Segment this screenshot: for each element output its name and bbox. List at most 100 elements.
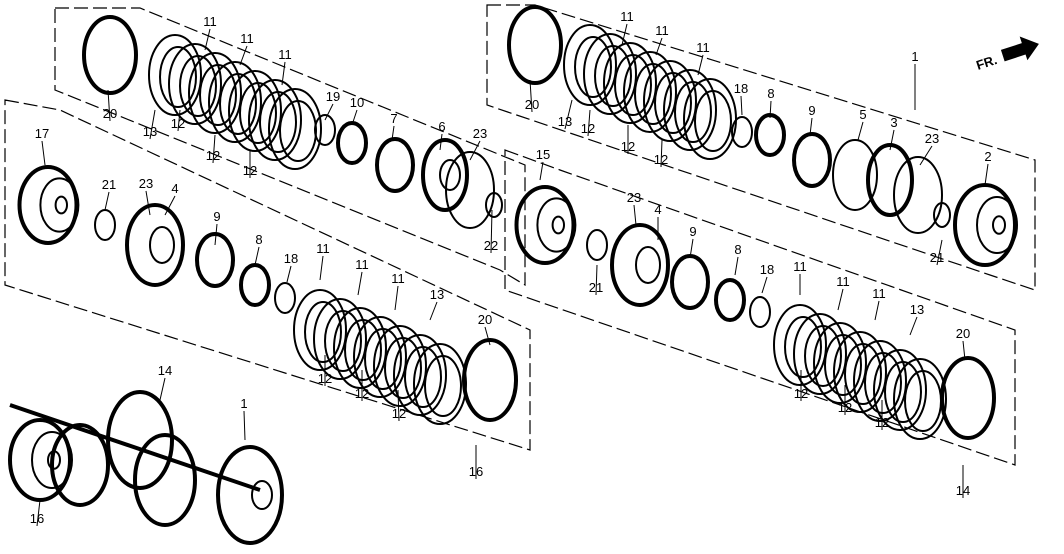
o-ring-small [94,209,116,241]
clutch-assembly-face [31,431,73,489]
leader-line [239,45,248,66]
clutch-plate-inner [404,346,442,408]
clutch-plate-inner [424,355,462,417]
callout-label-4: 4 [171,181,178,196]
leader-line [36,499,41,527]
callout-label-13: 13 [558,114,572,129]
callout-label-3: 3 [890,115,897,130]
clutch-plate-inner [574,36,612,98]
clutch-drum [514,185,576,265]
leader-line [490,209,493,254]
callout-label-9: 9 [808,103,815,118]
outline-middle-left-group [4,99,531,451]
clutch-plate [333,307,387,389]
leader-line [204,28,211,51]
o-ring [893,156,943,234]
clutch-plate-inner [364,328,402,390]
clutch-plate [393,334,447,416]
leader-line [351,109,358,126]
clutch-plate [773,304,827,386]
clutch-plate-inner [384,337,422,399]
callout-label-11: 11 [316,241,330,256]
clutch-plate [293,289,347,371]
snap-ring-small [274,282,296,314]
clutch-plate-inner [324,310,362,372]
leader-line [529,79,533,113]
leader-line [254,246,260,266]
leader-line [164,195,176,216]
leader-line [107,89,111,122]
callout-label-1: 1 [240,396,247,411]
clutch-drum-face [536,197,577,253]
clutch-plate [248,79,302,161]
callout-label-22: 22 [484,238,498,253]
callout-label-2: 2 [984,149,991,164]
spring-retainer [336,121,368,165]
snap-ring-small [314,114,336,146]
callout-label-13: 13 [430,287,444,302]
leader-line [621,23,628,46]
callout-label-16: 16 [30,511,44,526]
leader-line [734,256,739,276]
clutch-drum [17,165,79,245]
callout-label-9: 9 [689,224,696,239]
callout-label-12: 12 [355,386,369,401]
callout-label-19: 19 [326,89,340,104]
clutch-plate-inner [884,361,922,423]
o-ring-small [933,202,951,228]
parts [8,5,1018,545]
clutch-plate [268,88,322,170]
piston [125,203,185,287]
front-label: FR. [974,52,999,73]
callout-label-12: 12 [206,148,220,163]
clutch-plate [833,331,887,413]
leader-line [159,377,166,401]
leader-line [104,191,110,211]
o-ring-small [485,192,503,218]
clutch-plate [188,52,242,134]
callout-label-11: 11 [655,23,669,38]
callout-label-12: 12 [392,406,406,421]
gear [50,423,110,507]
callout-label-11: 11 [240,31,254,46]
clutch-plate [148,34,202,116]
leader-line [177,109,181,132]
piston-hub [439,159,461,191]
callout-label-14: 14 [158,363,172,378]
snap-ring-small [749,296,771,328]
leader-line [324,103,334,121]
leader-line [539,161,544,181]
clutch-plate-inner [824,334,862,396]
callout-label-17: 17 [35,126,49,141]
clutch-plate [563,24,617,106]
callout-label-11: 11 [836,274,850,289]
leader-line [319,255,324,281]
clutch-plate [208,61,262,143]
leader-line [397,389,400,422]
leader-line [145,190,151,216]
outline-upper-left-group [54,7,526,287]
clutch-assembly-1 [216,445,284,545]
clutch-plate-inner [864,352,902,414]
callout-label-11: 11 [355,257,369,272]
spring-retainer [239,263,271,307]
mainshaft [9,403,261,492]
o-ring-small [586,229,608,261]
leader-line [281,61,286,86]
o-ring [445,151,495,229]
clutch-plate [853,340,907,422]
leader-line [874,300,880,321]
callout-label-4: 4 [654,202,661,217]
callout-label-12: 12 [581,121,595,136]
clutch-plate-inner [199,64,237,126]
leader-line [697,54,704,76]
leader-line [391,125,395,141]
clutch-plate-inner [674,81,712,143]
clutch-plate [313,298,367,380]
leader-line [439,133,443,151]
piston [610,223,670,307]
spring-retainer [754,113,786,157]
hub [251,480,273,510]
